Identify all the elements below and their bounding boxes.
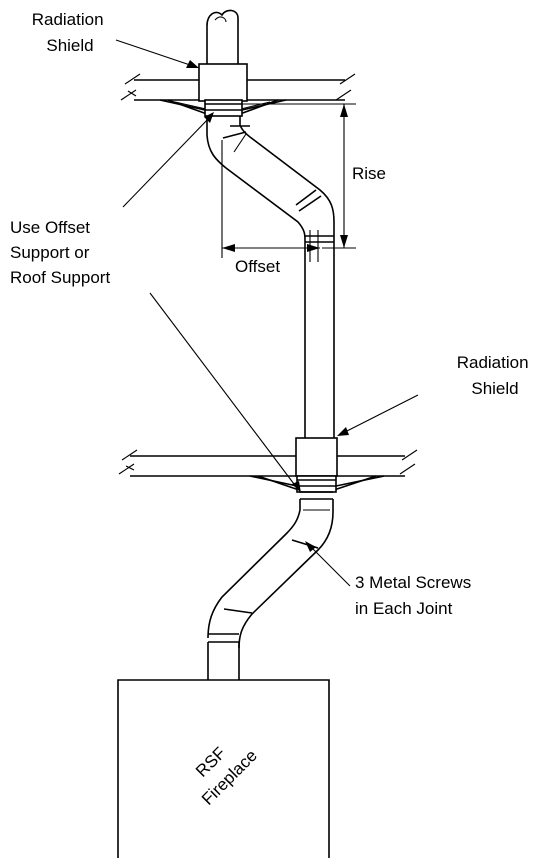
top-offset-support bbox=[159, 99, 287, 117]
label-fireplace: RSF Fireplace bbox=[181, 729, 261, 809]
fireplace-box bbox=[117, 679, 330, 858]
label-rise: Rise bbox=[352, 164, 386, 183]
mid-radiation-shield-box bbox=[295, 437, 338, 477]
rise-dimension bbox=[242, 103, 356, 249]
upper-pipe-offset bbox=[206, 116, 335, 241]
bottom-pipe bbox=[207, 642, 240, 680]
top-ceiling bbox=[120, 73, 356, 101]
label-radiation-shield-mid: Radiation Shield bbox=[457, 353, 534, 398]
lower-pipe-offset bbox=[207, 499, 334, 649]
leader-mid-shield bbox=[337, 394, 419, 436]
mid-offset-support bbox=[249, 475, 385, 500]
leader-offset-support bbox=[122, 112, 301, 493]
mid-ceiling bbox=[118, 449, 418, 477]
label-use-offset-support: Use Offset Support or Roof Support bbox=[10, 218, 110, 287]
top-radiation-shield-box bbox=[198, 63, 248, 102]
label-radiation-shield-top: Radiation Shield bbox=[32, 10, 109, 55]
leader-top-shield bbox=[115, 39, 199, 68]
leader-screws bbox=[305, 541, 351, 587]
chimney-cap bbox=[206, 9, 239, 65]
label-metal-screws: 3 Metal Screws in Each Joint bbox=[355, 573, 476, 618]
vertical-pipe bbox=[304, 230, 335, 438]
label-offset: Offset bbox=[235, 257, 280, 276]
